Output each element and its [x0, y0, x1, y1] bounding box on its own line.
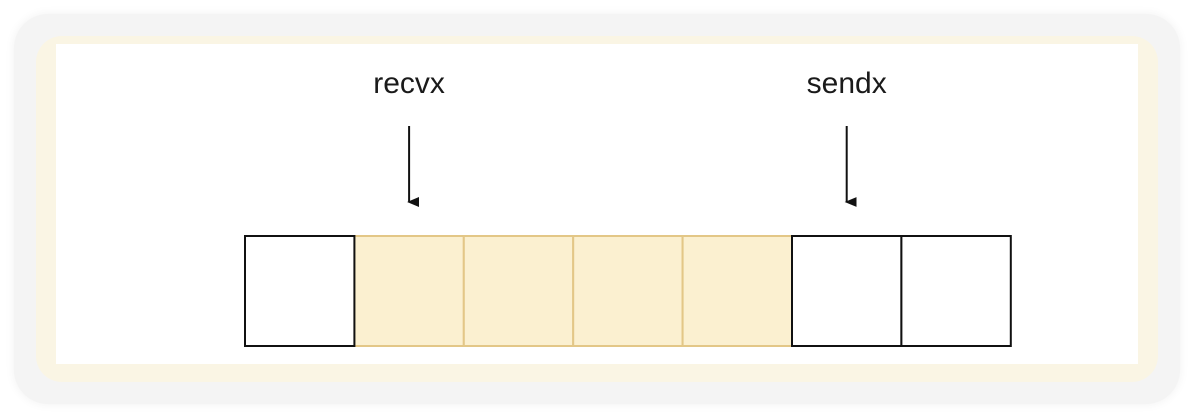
buffer-slot-empty [900, 235, 1012, 347]
buffer-slots [244, 235, 1012, 347]
buffer-slot-filled [462, 235, 575, 347]
buffer-slot-empty [244, 235, 356, 347]
pointer-arrows: recvx sendx [373, 67, 887, 207]
pointer-label-sendx: sendx [807, 67, 887, 100]
buffer-slot-filled [353, 235, 465, 347]
pointer-label-recvx: recvx [373, 67, 445, 100]
buffer-slot-empty [791, 235, 903, 347]
buffer-slot-filled [681, 235, 793, 347]
buffer-slot-filled [572, 235, 684, 347]
